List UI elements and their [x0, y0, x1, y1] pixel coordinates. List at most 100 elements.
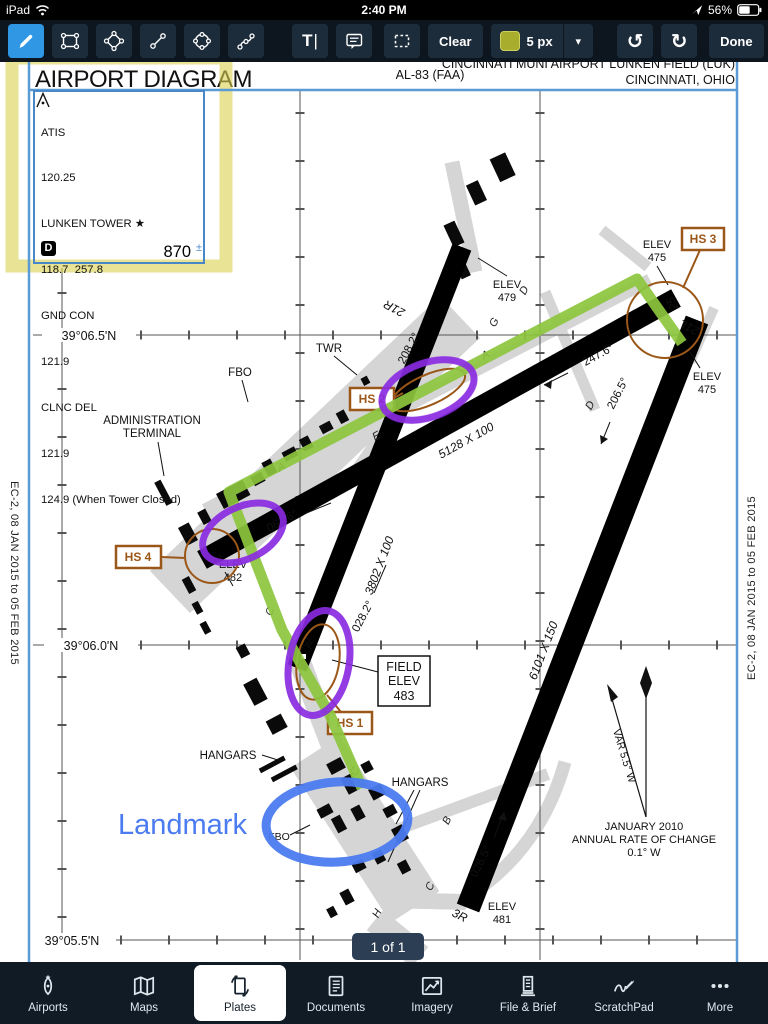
annotation-toolbar: T| Clear 5 px ▾ ↺ ↻ Done [0, 20, 768, 62]
rectangle-nodes-icon [60, 32, 80, 50]
svg-text:ELEV: ELEV [643, 239, 672, 251]
ellipse-tool-button[interactable] [184, 24, 220, 58]
svg-text:ELEV: ELEV [488, 901, 517, 913]
svg-text:G: G [487, 315, 502, 329]
plate-canvas[interactable]: 39°06.5'N 39°06.0'N 39°05.5'N [0, 62, 768, 962]
hotspot-hs3-circle [626, 281, 704, 359]
tab-documents[interactable]: Documents [288, 962, 384, 1024]
page-indicator: 1 of 1 [352, 933, 424, 960]
stroke-size-label: 5 px [526, 33, 553, 49]
svg-text:VAR 5.5° W: VAR 5.5° W [610, 728, 638, 785]
wifi-icon [36, 5, 50, 16]
line-tool-button[interactable] [140, 24, 176, 58]
annotation-yellow-highlight[interactable] [5, 62, 233, 273]
tab-airports[interactable]: Airports [0, 962, 96, 1024]
annotation-landmark-text[interactable]: Landmark [118, 809, 247, 841]
curve-tool-button[interactable] [228, 24, 264, 58]
curve-nodes-icon [237, 33, 255, 50]
latitude-labels: 39°06.5'N 39°06.0'N 39°05.5'N [28, 328, 138, 948]
undo-icon: ↺ [626, 29, 644, 53]
chevron-down-icon[interactable]: ▾ [575, 35, 582, 48]
annotation-blue-ellipse[interactable] [261, 777, 413, 867]
page-title: AIRPORT DIAGRAM [35, 66, 252, 93]
tab-imagery[interactable]: Imagery [384, 962, 480, 1024]
svg-text:475: 475 [648, 252, 666, 264]
chart-ref: AL-83 (FAA) [396, 68, 465, 82]
tab-maps[interactable]: Maps [96, 962, 192, 1024]
file-brief-icon [520, 975, 536, 996]
pencil-icon [19, 34, 33, 48]
text-tool-icon: T [302, 31, 313, 50]
ellipse-nodes-icon [192, 31, 212, 51]
airport-city: CINCINNATI, OHIO [626, 73, 736, 87]
west-buildings [181, 576, 288, 735]
svg-text:482: 482 [224, 572, 242, 584]
marquee-icon [394, 34, 410, 48]
tab-file-brief[interactable]: File & Brief [480, 962, 576, 1024]
svg-text:ELEV: ELEV [388, 674, 421, 688]
rectangle-shape-tool-button[interactable] [52, 24, 88, 58]
text-tool-button[interactable]: T| [292, 24, 328, 58]
fbo-north-label: FBO [228, 367, 252, 379]
stroke-style-button[interactable]: 5 px ▾ [490, 24, 594, 58]
comment-tool-button[interactable] [336, 24, 372, 58]
svg-text:ELEV: ELEV [693, 371, 722, 383]
line-nodes-icon [150, 33, 166, 49]
annotation-purple-ellipses[interactable] [193, 348, 482, 720]
status-bar: iPad 2:40 PM 56% [0, 0, 768, 20]
polygon-shape-tool-button[interactable] [96, 24, 132, 58]
svg-text:483: 483 [394, 689, 415, 703]
svg-text:3802 X 100: 3802 X 100 [362, 534, 397, 597]
svg-text:HS 4: HS 4 [125, 550, 152, 564]
svg-text:481: 481 [493, 914, 511, 926]
more-icon [711, 983, 729, 988]
svg-text:FIELD: FIELD [386, 660, 421, 674]
beacon-elevation: 870 [163, 242, 191, 261]
svg-text:HS 1: HS 1 [337, 716, 364, 730]
airport-diagram: 39°06.5'N 39°06.0'N 39°05.5'N [5, 62, 739, 962]
clock: 2:40 PM [361, 3, 407, 17]
maps-icon [133, 975, 155, 996]
plate-header: AIRPORT DIAGRAM AL-83 (FAA) CINCINNATI M… [35, 62, 735, 93]
clear-button[interactable]: Clear [428, 24, 483, 58]
tab-scratchpad[interactable]: ScratchPad [576, 962, 672, 1024]
svg-text:ELEV: ELEV [493, 279, 522, 291]
svg-text:479: 479 [498, 292, 516, 304]
tab-more[interactable]: More [672, 962, 768, 1024]
svg-text:028.2°: 028.2° [350, 599, 376, 634]
tab-bar: Airports Maps Plates Documents [0, 962, 768, 1024]
svg-text:ANNUAL RATE OF CHANGE: ANNUAL RATE OF CHANGE [572, 834, 716, 846]
battery-icon [737, 4, 762, 16]
svg-text:D: D [517, 284, 531, 297]
edition-note-right: EC-2, 08 JAN 2015 to 05 FEB 2015 [746, 496, 758, 680]
hs3-label-box [680, 226, 726, 252]
select-marquee-tool-button[interactable] [384, 24, 420, 58]
undo-button[interactable]: ↺ [617, 24, 654, 58]
airports-icon [43, 974, 53, 995]
scratchpad-icon [613, 979, 635, 992]
tab-plates[interactable]: Plates [192, 962, 288, 1024]
comment-icon [346, 33, 363, 49]
svg-text:3R: 3R [450, 906, 470, 925]
admin-label-2: TERMINAL [123, 428, 182, 440]
pen-tool-button[interactable] [8, 24, 44, 58]
battery-percent: 56% [707, 3, 732, 17]
beacon-icon [36, 92, 50, 108]
svg-text:206.5°: 206.5° [605, 376, 631, 411]
svg-text:JANUARY 2010: JANUARY 2010 [605, 821, 683, 833]
compass-rose: VAR 5.5° W JANUARY 2010 ANNUAL RATE OF C… [572, 666, 716, 859]
svg-text:HS 3: HS 3 [690, 232, 717, 246]
plus-minus-symbol: ± [195, 241, 202, 254]
svg-text:39°05.5'N: 39°05.5'N [45, 934, 100, 948]
comm-frequency-box: ATIS 120.25 LUNKEN TOWER ★ 118.7 257.8 G… [33, 90, 205, 506]
done-button[interactable]: Done [709, 24, 764, 58]
hangars-west-label: HANGARS [200, 750, 257, 762]
admin-label-1: ADMINISTRATION [103, 415, 201, 427]
plates-icon [231, 974, 249, 997]
annotation-green-path[interactable] [223, 273, 687, 791]
redo-button[interactable]: ↻ [661, 24, 698, 58]
edition-note-left: EC-2, 08 JAN 2015 to 05 FEB 2015 [8, 481, 20, 665]
field-elevation-box: FIELD ELEV 483 [331, 655, 431, 707]
facility-labels: TWR FBO ADMINISTRATION TERMINAL HANGARS … [103, 343, 449, 863]
redo-icon: ↻ [670, 29, 688, 53]
